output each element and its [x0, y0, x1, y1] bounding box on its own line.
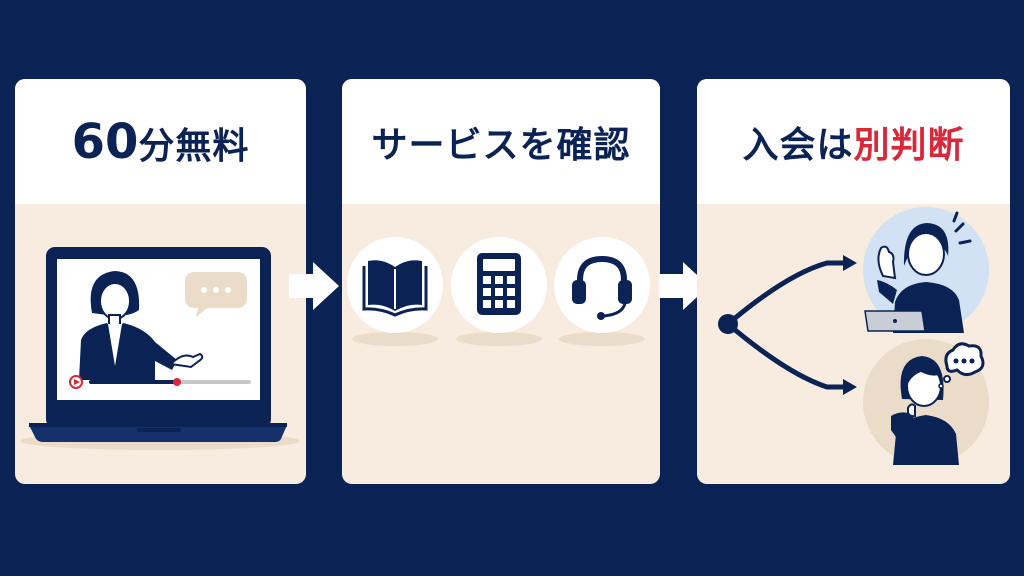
step-card-header: 入会は別判断 — [697, 79, 1010, 204]
step-title-decide-later: 入会は別判断 — [742, 116, 964, 168]
title-text: 分無料 — [138, 125, 250, 167]
speech-bubble-icon — [185, 272, 247, 317]
laptop-illustration — [20, 247, 300, 450]
step-title-check-service: サービスを確認 — [371, 124, 631, 166]
step-card-check-service: サービスを確認 — [342, 79, 660, 484]
presenter-icon — [79, 271, 204, 380]
step-card-free-trial: 60分無料 — [15, 79, 306, 484]
arrow-right-icon — [659, 262, 709, 310]
decision-illustration — [718, 207, 989, 465]
video-progress-bar — [69, 375, 251, 389]
title-number: 60 — [71, 113, 139, 170]
title-text: 入会は — [742, 124, 854, 166]
arrow-right-icon — [289, 262, 339, 310]
book-icon — [347, 237, 443, 346]
step-card-decide-later: 入会は別判断 — [697, 79, 1010, 484]
decided-person-icon — [863, 207, 989, 333]
calculator-icon — [451, 237, 547, 346]
service-icons — [347, 237, 650, 346]
title-highlight: 別判断 — [853, 124, 965, 166]
step-card-header: サービスを確認 — [342, 79, 660, 204]
headset-icon — [554, 237, 650, 346]
play-icon — [74, 379, 80, 385]
thinking-person-icon — [863, 339, 989, 465]
branch-node-icon — [718, 255, 857, 395]
step-card-header: 60分無料 — [15, 79, 306, 204]
step-title-free-trial: 60分無料 — [72, 114, 250, 170]
